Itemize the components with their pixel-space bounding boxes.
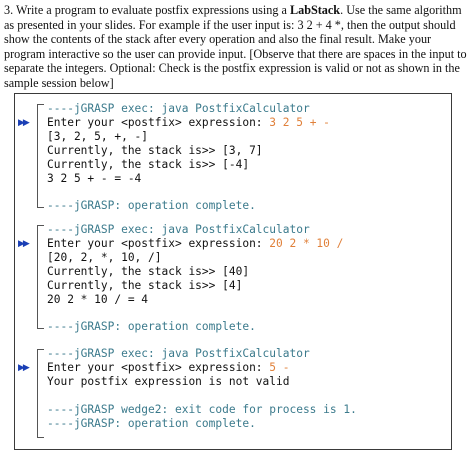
run-bracket — [37, 104, 44, 208]
question-text: 3. Write a program to evaluate postfix e… — [4, 3, 468, 91]
run-bracket — [37, 349, 44, 438]
console-run-2: ▶▶ ----jGRASP exec: java PostfixCalculat… — [15, 221, 451, 333]
prompt-line: Enter your <postfix> expression: 3 2 5 +… — [47, 116, 330, 130]
input-arrow-icon: ▶▶ — [18, 239, 30, 249]
question-number: 3. — [4, 3, 14, 17]
prompt-text: Enter your <postfix> expression: — [47, 116, 270, 129]
question-part2: . Use the same algorithm as presented in… — [4, 3, 467, 90]
input-arrow-icon: ▶▶ — [18, 118, 30, 128]
console-output: ▶▶ ----jGRASP exec: java PostfixCalculat… — [14, 93, 452, 450]
user-input: 5 - — [269, 361, 290, 374]
output-line: Currently, the stack is>> [3, 7] — [47, 144, 263, 157]
footer-line: ----jGRASP: operation complete. — [47, 417, 256, 430]
output-line: Currently, the stack is>> [-4] — [47, 158, 250, 171]
console-run-1: ▶▶ ----jGRASP exec: java PostfixCalculat… — [15, 98, 451, 212]
output-line: Currently, the stack is>> [40] — [47, 265, 250, 278]
run-bracket — [37, 225, 44, 329]
prompt-text: Enter your <postfix> expression: — [47, 361, 270, 374]
footer-line: ----jGRASP: operation complete. — [47, 199, 256, 212]
output-line: [3, 2, 5, +, -] — [47, 130, 149, 143]
output-line: [20, 2, *, 10, /] — [47, 251, 162, 264]
question-bold-term: LabStack — [289, 3, 341, 17]
exec-line: ----jGRASP exec: java PostfixCalculator — [47, 102, 310, 115]
console-run-3: ▶▶ ----jGRASP exec: java PostfixCalculat… — [15, 344, 451, 444]
user-input: 20 2 * 10 / — [269, 237, 344, 250]
output-line: 20 2 * 10 / = 4 — [47, 293, 149, 306]
footer-line: ----jGRASP wedge2: exit code for process… — [47, 403, 357, 416]
question-part1: Write a program to evaluate postfix expr… — [15, 3, 287, 17]
output-line: Your postfix expression is not valid — [47, 375, 290, 388]
output-line: 3 2 5 + - = -4 — [47, 172, 142, 185]
user-input: 3 2 5 + - — [269, 116, 330, 129]
prompt-text: Enter your <postfix> expression: — [47, 237, 270, 250]
exec-line: ----jGRASP exec: java PostfixCalculator — [47, 223, 310, 236]
exec-line: ----jGRASP exec: java PostfixCalculator — [47, 347, 310, 360]
input-arrow-icon: ▶▶ — [18, 363, 30, 373]
prompt-line: Enter your <postfix> expression: 5 - — [47, 361, 290, 375]
output-line: Currently, the stack is>> [4] — [47, 279, 243, 292]
footer-line: ----jGRASP: operation complete. — [47, 320, 256, 333]
prompt-line: Enter your <postfix> expression: 20 2 * … — [47, 237, 343, 251]
